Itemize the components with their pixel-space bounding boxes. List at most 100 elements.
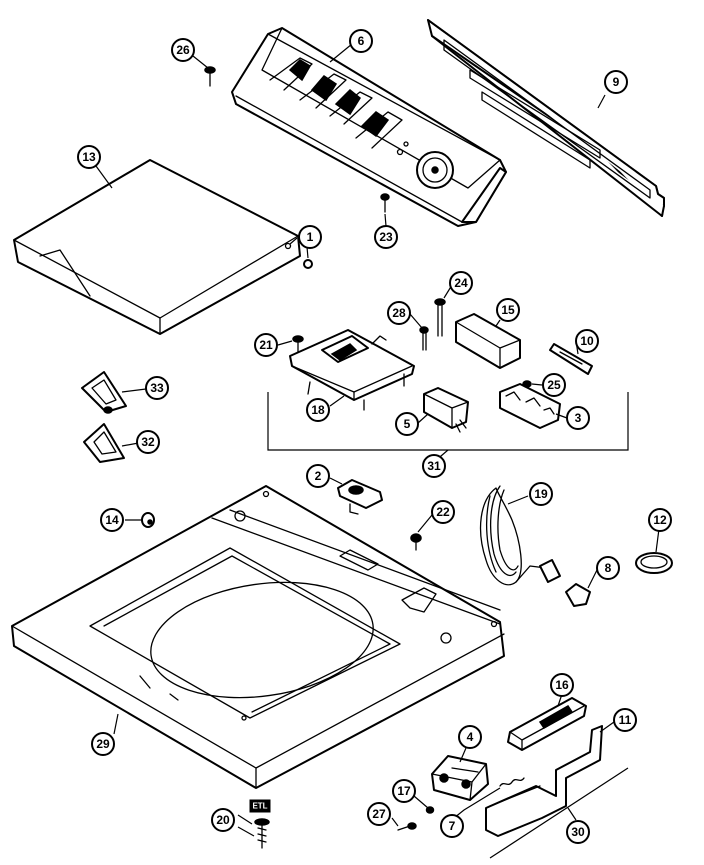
callout-19-label: 19 xyxy=(534,487,548,501)
part-23-screw xyxy=(380,193,390,213)
callout-6: 6 xyxy=(349,29,373,53)
callout-25: 25 xyxy=(542,373,566,397)
part-4-lid-switch xyxy=(431,755,489,801)
part-9-backsplash-panel xyxy=(427,19,665,217)
callout-11-label: 11 xyxy=(619,713,632,727)
callout-32-label: 32 xyxy=(141,435,155,449)
callout-27: 27 xyxy=(367,802,391,826)
callout-15: 15 xyxy=(496,298,520,322)
part-33-clip xyxy=(81,371,127,414)
callout-22-label: 22 xyxy=(436,505,450,519)
callout-31-label: 31 xyxy=(427,459,441,473)
callout-7-label: 7 xyxy=(449,819,456,833)
callout-24: 24 xyxy=(449,271,473,295)
part-21-screw xyxy=(292,335,304,353)
callout-14-label: 14 xyxy=(105,513,119,527)
callout-22: 22 xyxy=(431,500,455,524)
callout-5: 5 xyxy=(395,412,419,436)
callout-13: 13 xyxy=(77,145,101,169)
callout-20-label: 20 xyxy=(216,813,230,827)
part-17-screw xyxy=(425,806,435,814)
callout-2: 2 xyxy=(306,464,330,488)
group-30-bracket xyxy=(489,767,629,859)
part-32-clip xyxy=(83,423,125,463)
part-7-spring xyxy=(499,777,525,787)
part-20-tag: ETL xyxy=(249,799,271,813)
part-5-switch xyxy=(423,387,469,433)
part-26-screw xyxy=(204,66,216,87)
part-6-control-panel xyxy=(231,27,507,227)
callout-26: 26 xyxy=(171,38,195,62)
callout-8: 8 xyxy=(596,556,620,580)
callout-24-label: 24 xyxy=(454,276,468,290)
callout-31: 31 xyxy=(422,454,446,478)
callout-29: 29 xyxy=(91,732,115,756)
part-14-plug xyxy=(141,512,155,528)
callout-12-label: 12 xyxy=(653,513,667,527)
callout-33-label: 33 xyxy=(150,381,164,395)
part-2-latch xyxy=(337,479,383,515)
callout-30-label: 30 xyxy=(571,825,585,839)
callout-4: 4 xyxy=(458,725,482,749)
callout-1-label: 1 xyxy=(307,230,314,244)
part-20-tag-text: ETL xyxy=(252,802,267,811)
callout-4-label: 4 xyxy=(467,730,474,744)
callout-2-label: 2 xyxy=(315,469,322,483)
callout-18: 18 xyxy=(306,398,330,422)
callout-7: 7 xyxy=(440,814,464,838)
callout-6-label: 6 xyxy=(358,34,365,48)
part-25-screw xyxy=(522,380,532,388)
callout-9: 9 xyxy=(604,70,628,94)
callout-14: 14 xyxy=(100,508,124,532)
callout-16: 16 xyxy=(550,673,574,697)
part-12-ring xyxy=(635,552,673,574)
part-16-actuator xyxy=(507,697,587,751)
part-27-screw xyxy=(397,822,417,831)
part-8-connector xyxy=(565,583,591,607)
callout-11: 11 xyxy=(613,708,637,732)
callout-21: 21 xyxy=(254,333,278,357)
callout-23: 23 xyxy=(374,225,398,249)
part-15-block xyxy=(455,313,521,369)
part-3-terminal-block xyxy=(499,383,561,429)
part-29-top-cover xyxy=(11,485,505,789)
part-13-lid xyxy=(13,159,301,335)
callout-10-label: 10 xyxy=(580,334,594,348)
part-22-plug xyxy=(410,533,422,551)
callout-3-label: 3 xyxy=(575,411,582,425)
callout-28: 28 xyxy=(387,301,411,325)
callout-29-label: 29 xyxy=(96,737,110,751)
callout-19: 19 xyxy=(529,482,553,506)
callout-27-label: 27 xyxy=(372,807,386,821)
callout-28-label: 28 xyxy=(392,306,406,320)
part-18-bracket xyxy=(289,329,415,411)
callout-21-label: 21 xyxy=(259,338,273,352)
callout-17: 17 xyxy=(392,779,416,803)
callout-10: 10 xyxy=(575,329,599,353)
callout-15-label: 15 xyxy=(501,303,515,317)
callout-25-label: 25 xyxy=(547,378,561,392)
part-24-screw xyxy=(434,298,446,337)
callout-12: 12 xyxy=(648,508,672,532)
callout-33: 33 xyxy=(145,376,169,400)
callout-23-label: 23 xyxy=(379,230,393,244)
callout-5-label: 5 xyxy=(404,417,411,431)
part-1-bumper xyxy=(303,259,313,269)
part-19-power-cord xyxy=(479,485,561,586)
callout-20: 20 xyxy=(211,808,235,832)
part-10-fuse xyxy=(549,343,593,375)
part-28-screw xyxy=(419,326,429,351)
callout-13-label: 13 xyxy=(82,150,96,164)
callout-8-label: 8 xyxy=(605,561,612,575)
callout-30: 30 xyxy=(566,820,590,844)
callout-32: 32 xyxy=(136,430,160,454)
callout-16-label: 16 xyxy=(555,678,569,692)
callout-3: 3 xyxy=(566,406,590,430)
callout-26-label: 26 xyxy=(176,43,190,57)
part-11-lever xyxy=(485,725,603,837)
callout-1: 1 xyxy=(298,225,322,249)
callout-9-label: 9 xyxy=(613,75,620,89)
callout-17-label: 17 xyxy=(397,784,411,798)
callout-18-label: 18 xyxy=(311,403,325,417)
